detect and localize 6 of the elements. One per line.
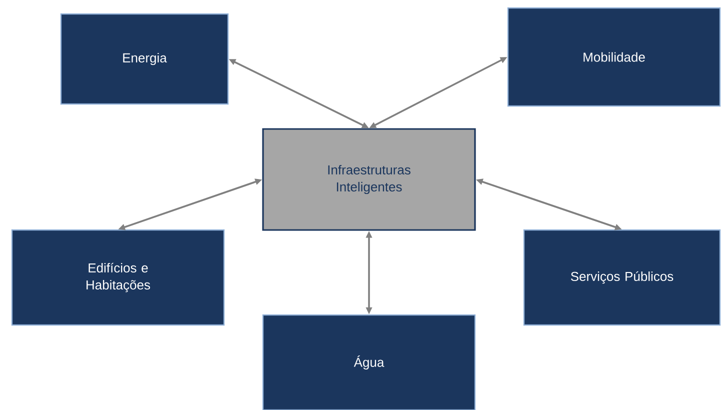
- topic-box: Mobilidade: [507, 7, 721, 107]
- topic-box: Água: [262, 314, 476, 410]
- topic-box: Serviços Públicos: [523, 229, 721, 326]
- topic-box: Edifícios e Habitações: [11, 229, 225, 326]
- topic-box: Energia: [60, 13, 229, 105]
- hub-box: Infraestruturas Inteligentes: [262, 128, 476, 231]
